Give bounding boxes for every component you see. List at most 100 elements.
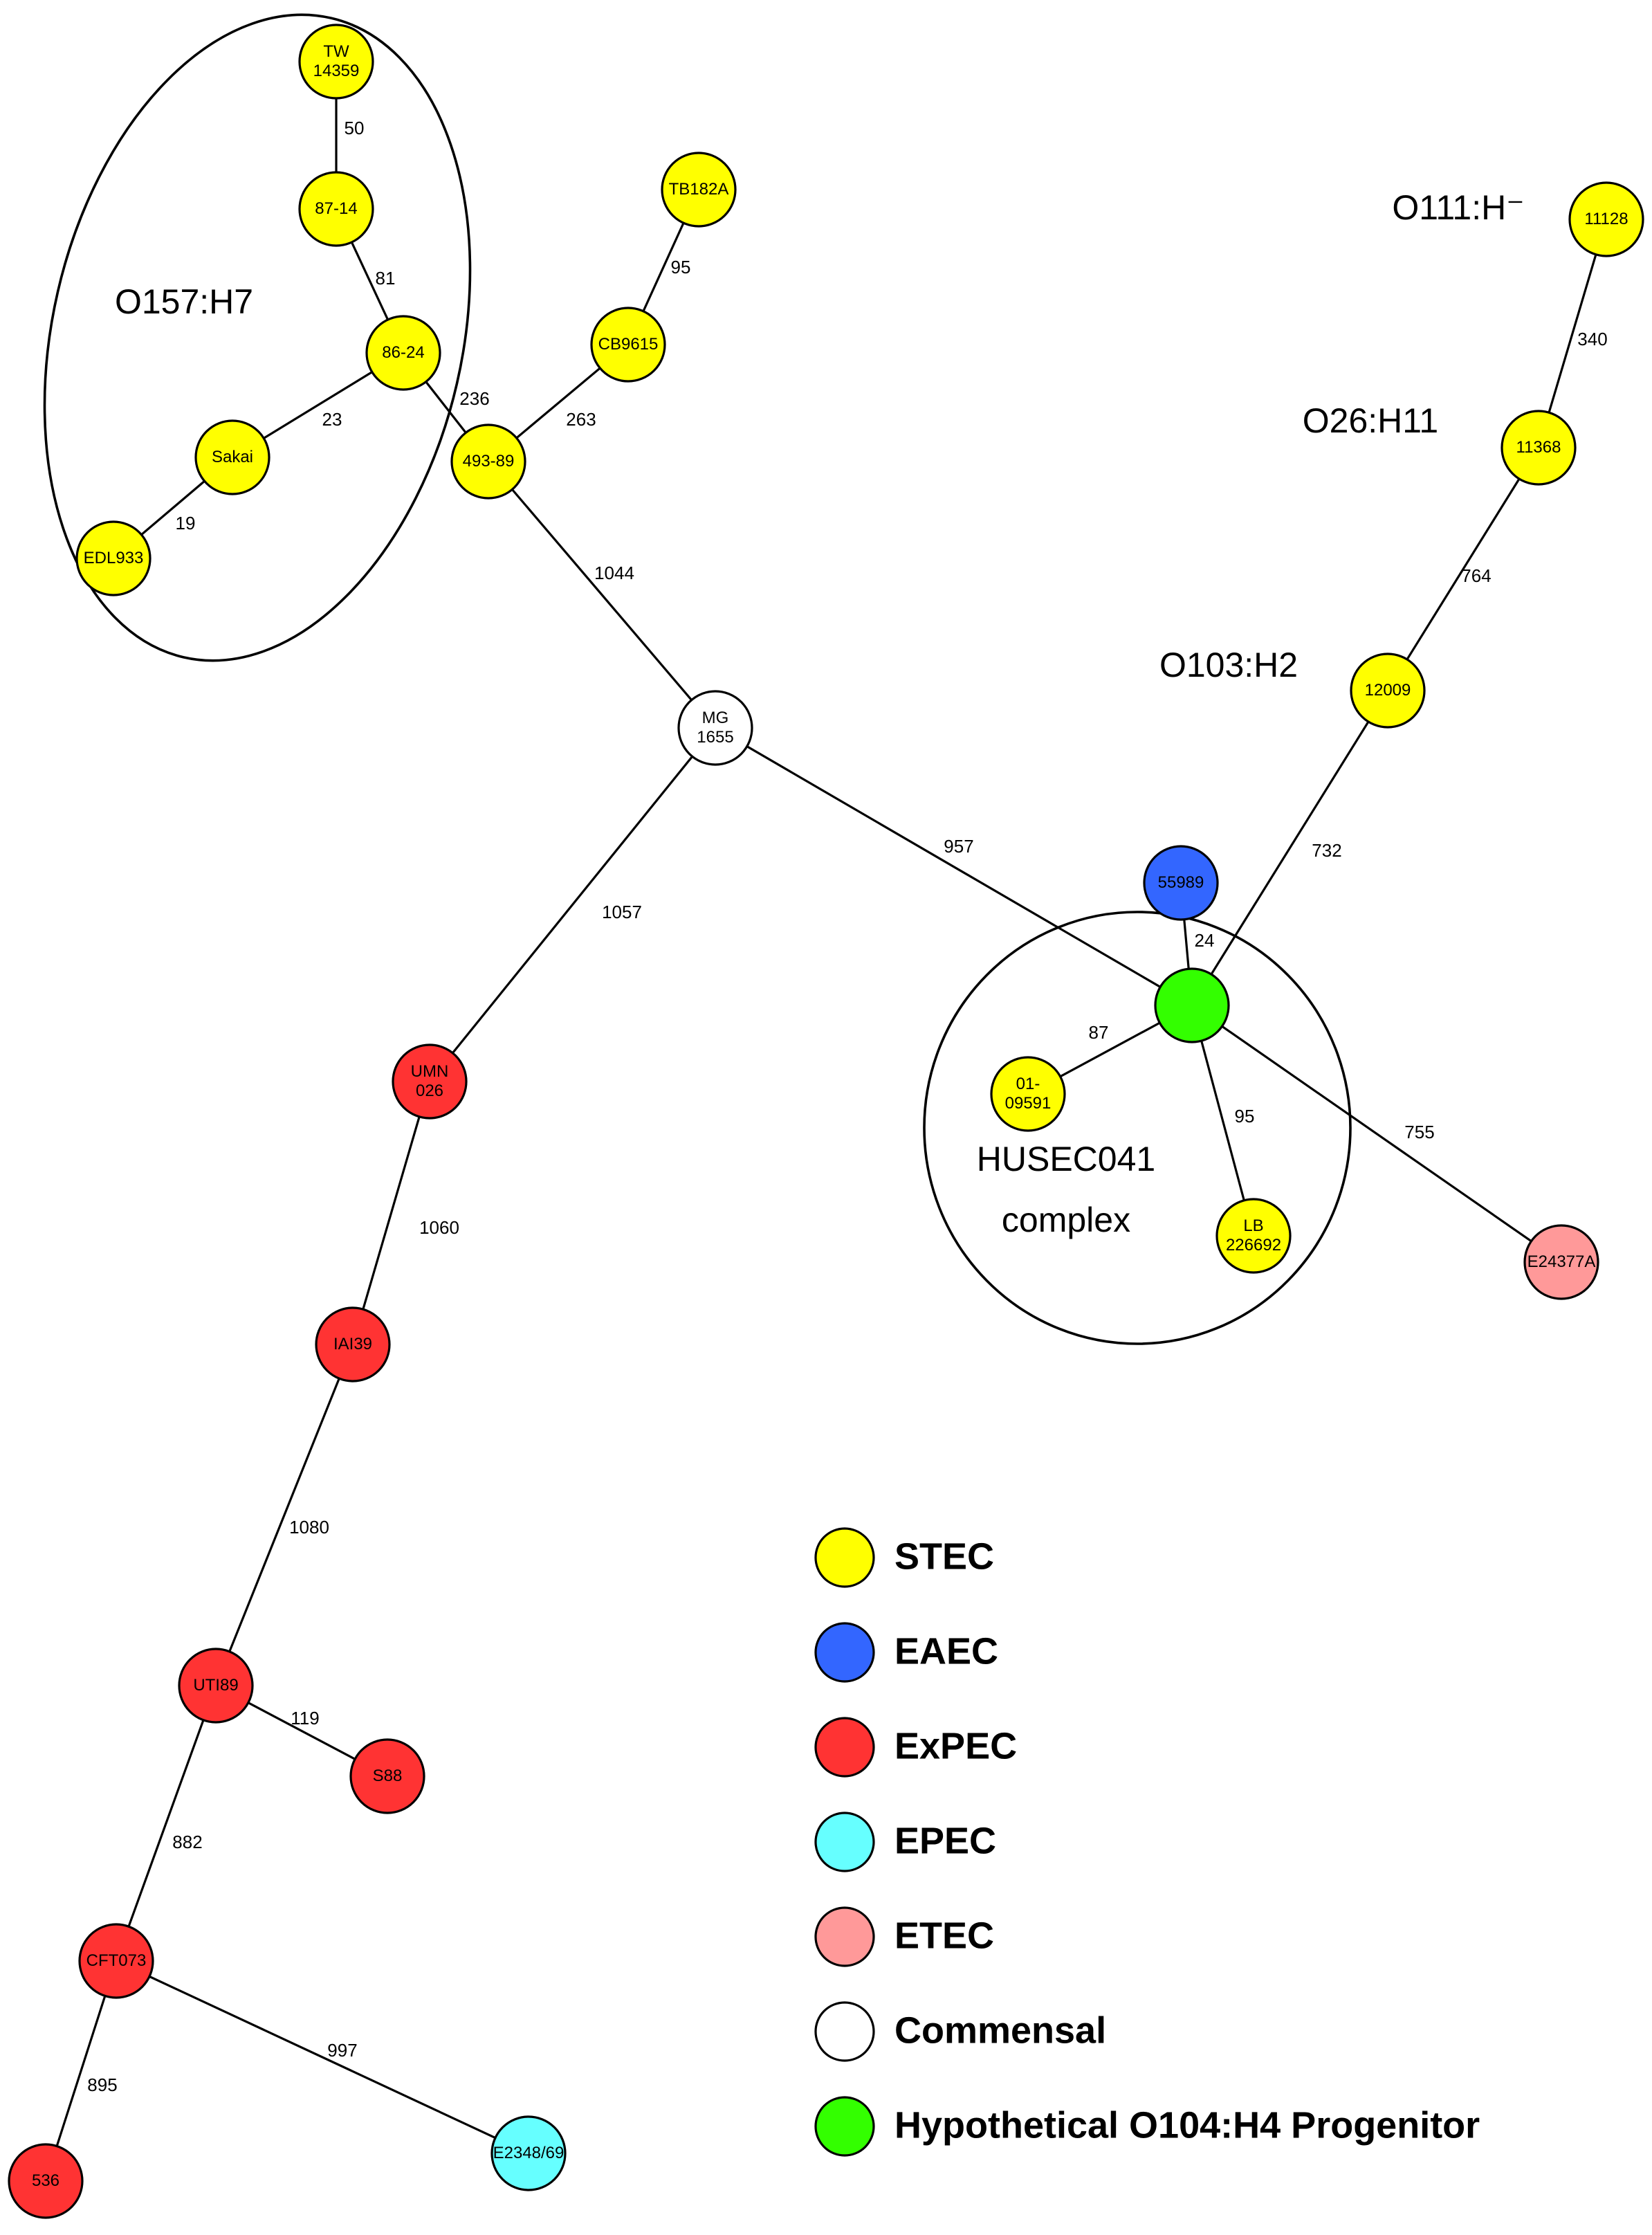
node-n86-24-circle xyxy=(365,315,441,391)
cluster-enclosures xyxy=(43,13,1352,1345)
node-s88: S88 xyxy=(349,1738,425,1814)
group-label-husec-line: complex xyxy=(1002,1201,1130,1239)
legend: STECEAECExPECEPECETECCommensalHypothetic… xyxy=(814,1527,1480,2157)
edge-label-n493-89-cb9615: 263 xyxy=(566,409,596,430)
node-edl933-circle xyxy=(75,520,152,596)
legend-label-commensal: Commensal xyxy=(894,2009,1106,2051)
node-tw14359-label-line: 14359 xyxy=(313,62,360,80)
node-n11128-label: 11128 xyxy=(1584,210,1628,228)
node-lb226692-label-line: 226692 xyxy=(1226,1236,1281,1255)
edge-label-sakai-edl933: 19 xyxy=(176,513,196,533)
node-n536-label-line: 536 xyxy=(32,2171,59,2190)
legend-item-commensal: Commensal xyxy=(814,2001,1106,2062)
node-n12009: 12009 xyxy=(1350,653,1426,729)
node-e2348-label-line: E2348/69 xyxy=(493,2144,565,2162)
node-n11128-circle xyxy=(1568,181,1644,257)
group-label-o103-line: O103:H2 xyxy=(1159,646,1298,684)
node-n87-14: 87-14 xyxy=(298,171,374,247)
group-label-o26-line: O26:H11 xyxy=(1303,401,1438,440)
node-s88-circle xyxy=(349,1738,425,1814)
legend-item-epec: EPEC xyxy=(814,1812,996,1872)
edge-label-cft073-e2348: 997 xyxy=(327,2040,357,2061)
node-n86-24: 86-24 xyxy=(365,315,441,391)
edge-uti89-cft073 xyxy=(115,1685,217,1962)
node-n01-09591: 01-09591 xyxy=(990,1056,1066,1132)
node-edl933-label-line: EDL933 xyxy=(84,549,144,567)
node-sakai-circle xyxy=(194,419,270,495)
node-sakai-label: Sakai xyxy=(212,448,253,466)
node-tb182a-circle xyxy=(661,152,737,228)
legend-item-expec: ExPEC xyxy=(814,1717,1017,1778)
node-progenitor xyxy=(1154,967,1230,1043)
husec041-cluster-enclosure xyxy=(923,911,1352,1345)
edge-label-umn026-iai39: 1060 xyxy=(419,1217,459,1238)
node-umn026-label-line: 026 xyxy=(416,1082,443,1100)
edge-n11368-n12009 xyxy=(1386,447,1540,691)
node-n11128-label-line: 11128 xyxy=(1584,210,1628,228)
node-uti89-circle xyxy=(178,1648,254,1724)
group-label-o103: O103:H2 xyxy=(1159,646,1298,684)
edge-n11128-n11368 xyxy=(1537,219,1608,448)
node-n493-89-circle xyxy=(450,423,526,500)
edge-label-n86-24-sakai: 23 xyxy=(322,409,342,430)
node-n11368: 11368 xyxy=(1500,410,1577,486)
edge-label-progenitor-lb226692: 95 xyxy=(1235,1106,1255,1126)
node-cb9615: CB9615 xyxy=(590,307,666,383)
node-n536: 536 xyxy=(8,2143,84,2219)
edge-label-n493-89-mg1655: 1044 xyxy=(594,563,634,583)
node-n55989: 55989 xyxy=(1143,845,1219,921)
edge-label-mg1655-umn026: 1057 xyxy=(602,902,642,922)
node-n493-89-label: 493-89 xyxy=(463,452,515,471)
edge-label-cft073-n536: 895 xyxy=(87,2074,117,2095)
edge-label-uti89-s88: 119 xyxy=(291,1708,319,1728)
node-e24377a: E24377A xyxy=(1523,1224,1599,1300)
edge-umn026-iai39 xyxy=(351,1081,431,1345)
node-n01-09591-label-line: 09591 xyxy=(1005,1094,1052,1113)
group-label-husec-line: HUSEC041 xyxy=(977,1140,1155,1178)
node-n01-09591-label-line: 01- xyxy=(1016,1075,1040,1093)
node-cb9615-label-line: CB9615 xyxy=(598,335,659,354)
edge-label-n55989-progenitor: 24 xyxy=(1195,930,1215,951)
node-mg1655-label-line: MG xyxy=(702,709,729,727)
edge-mg1655-progenitor xyxy=(715,727,1193,1007)
node-n87-14-label: 87-14 xyxy=(315,199,357,218)
group-label-husec: HUSEC041 complex xyxy=(977,1140,1155,1239)
node-n55989-circle xyxy=(1143,845,1219,921)
edge-n12009-progenitor xyxy=(1191,690,1389,1006)
node-n01-09591-circle xyxy=(990,1056,1066,1132)
group-label-o157-line: O157:H7 xyxy=(115,282,253,321)
node-tb182a: TB182A xyxy=(661,152,737,228)
legend-swatch-expec xyxy=(814,1717,875,1778)
node-umn026-label-line: UMN xyxy=(411,1062,449,1081)
node-mg1655-label-line: 1655 xyxy=(697,728,733,747)
edge-label-n11128-n11368: 340 xyxy=(1577,329,1607,349)
node-e24377a-label: E24377A xyxy=(1527,1252,1596,1271)
edge-label-n12009-progenitor: 732 xyxy=(1312,840,1341,861)
legend-swatch-progenitor xyxy=(814,2096,875,2157)
edge-label-cb9615-tb182a: 95 xyxy=(671,257,691,277)
edge-progenitor-e24377a xyxy=(1191,1004,1562,1264)
edge-label-mg1655-progenitor: 957 xyxy=(944,836,973,857)
node-uti89-label: UTI89 xyxy=(193,1676,238,1695)
node-n87-14-label-line: 87-14 xyxy=(315,199,357,218)
node-n11128: 11128 xyxy=(1568,181,1644,257)
node-iai39-label-line: IAI39 xyxy=(333,1335,372,1353)
o157-cluster-enclosure xyxy=(43,13,472,662)
node-cft073-label: CFT073 xyxy=(86,1951,147,1970)
group-label-o157: O157:H7 xyxy=(115,282,253,321)
node-n11368-label: 11368 xyxy=(1516,438,1561,457)
node-iai39-label: IAI39 xyxy=(333,1335,372,1353)
edge-mg1655-umn026 xyxy=(428,727,717,1083)
node-n493-89: 493-89 xyxy=(450,423,526,500)
legend-label-stec: STEC xyxy=(894,1535,994,1577)
node-n86-24-label-line: 86-24 xyxy=(382,343,424,362)
node-n11368-label-line: 11368 xyxy=(1516,438,1561,457)
node-e2348-circle xyxy=(490,2115,567,2191)
